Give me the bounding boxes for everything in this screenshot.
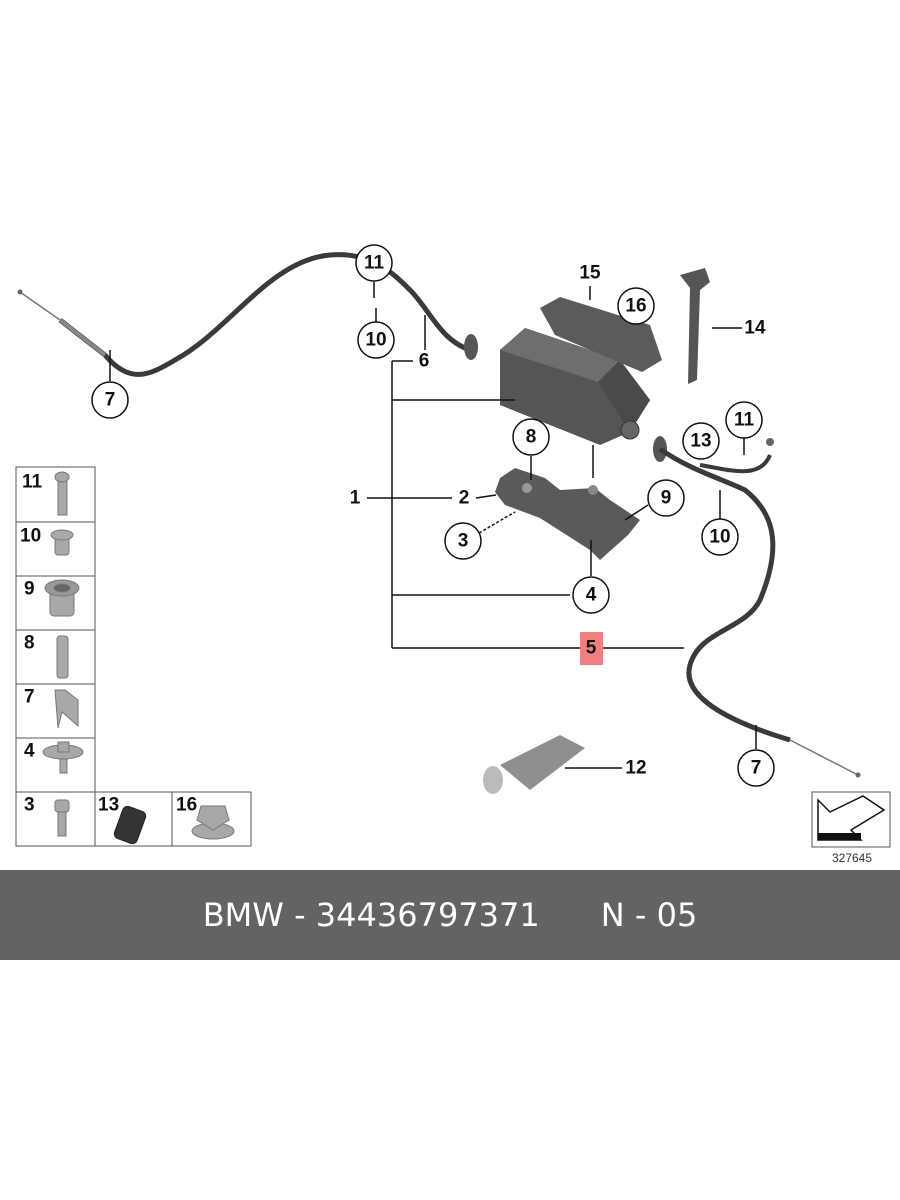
grommet — [464, 334, 478, 360]
callout-9[interactable]: 9 — [661, 488, 672, 509]
mounting-bracket — [495, 468, 640, 560]
callout-5-highlighted[interactable]: 5 — [586, 638, 597, 659]
callout-3[interactable]: 3 — [458, 531, 469, 552]
banner-spacer — [540, 896, 601, 934]
callout-7-right[interactable]: 7 — [751, 758, 762, 779]
legend-item-9[interactable]: 9 — [24, 579, 35, 600]
left-parking-brake-cable — [17, 252, 471, 377]
legend-item-11[interactable]: 11 — [22, 472, 43, 493]
right-parking-brake-cable — [653, 436, 861, 778]
callout-16[interactable]: 16 — [625, 296, 646, 317]
highlight-box — [580, 632, 603, 665]
leader-lines — [109, 282, 757, 769]
callout-14[interactable]: 14 — [744, 318, 766, 339]
callout-12[interactable]: 12 — [625, 758, 646, 779]
grease-tube — [483, 735, 585, 794]
cover — [540, 297, 662, 372]
part-number-text: BMW - 34436797371 — [202, 896, 540, 934]
callout-circles — [91, 244, 775, 787]
orientation-arrow-icon — [811, 791, 891, 848]
legend-item-8[interactable]: 8 — [24, 633, 35, 654]
callout-1[interactable]: 1 — [350, 488, 361, 509]
callout-11[interactable]: 11 — [364, 253, 385, 274]
fastener-legend-grid — [15, 466, 252, 847]
callout-15[interactable]: 15 — [579, 263, 601, 284]
parts-diagram: 11 10 7 6 15 16 14 8 1 2 3 9 4 13 11 10 … — [15, 244, 891, 865]
legend-item-3[interactable]: 3 — [24, 795, 35, 816]
fastener-legend-icons — [42, 471, 235, 845]
callout-11-right[interactable]: 11 — [734, 410, 755, 431]
legend-item-4[interactable]: 4 — [24, 741, 35, 762]
legend-item-13[interactable]: 13 — [98, 795, 119, 816]
reference-number: 327645 — [832, 851, 872, 865]
callout-7[interactable]: 7 — [105, 390, 116, 411]
callout-6[interactable]: 6 — [419, 351, 430, 372]
bracket — [680, 268, 710, 384]
part-number-banner: BMW - 34436797371 N - 05 — [0, 870, 900, 960]
callout-4[interactable]: 4 — [586, 585, 597, 606]
diagram-code-text: N - 05 — [600, 896, 698, 934]
parking-brake-actuator — [500, 328, 650, 445]
callout-13[interactable]: 13 — [690, 431, 711, 452]
legend-item-16[interactable]: 16 — [176, 795, 197, 816]
legend-item-10[interactable]: 10 — [20, 526, 41, 547]
callout-10-right[interactable]: 10 — [709, 527, 730, 548]
callout-10[interactable]: 10 — [365, 330, 386, 351]
legend-item-7[interactable]: 7 — [24, 687, 35, 708]
callout-8[interactable]: 8 — [526, 427, 537, 448]
callout-2[interactable]: 2 — [459, 488, 470, 509]
